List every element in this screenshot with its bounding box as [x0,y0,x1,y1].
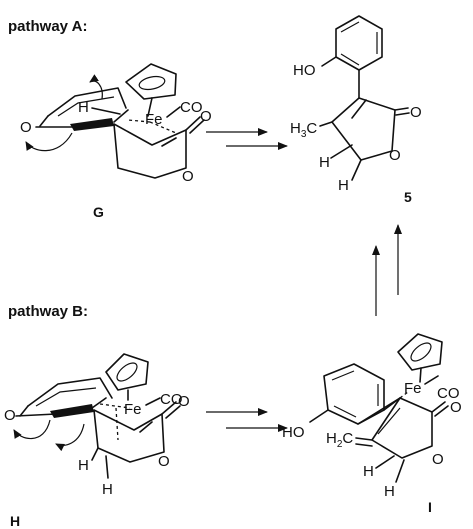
pathway-b-heading: pathway B: [8,303,88,320]
cyclopentadienyl-ring-I [397,333,443,371]
pathway-b-arrows [206,408,288,432]
lactone-ring-oxygen-I: O [432,451,444,468]
compound-G-label: G [93,204,104,220]
lactone-carbonyl-oxygen-G: O [200,108,212,125]
lactone-ring-oxygen-5: O [389,147,401,164]
pathway-a-heading: pathway A: [8,18,87,35]
compound-G-structure: Fe CO O H O O [20,63,212,185]
lactone-carbonyl-oxygen-I: O [450,399,462,416]
carbonyl-ligand-H: CO [160,391,183,408]
methylene-hydrogen-b-I: H [384,483,395,500]
phenol-ring-5 [335,15,383,71]
bridge-oxygen-G: O [20,119,32,136]
iron-atom-G: Fe [145,111,163,128]
compound-5-label: 5 [404,189,412,205]
methylidene-group-I: H2C [326,430,353,450]
methyl-group-5: H3C [290,120,317,140]
lactone-ring-oxygen-H: O [158,453,170,470]
compound-I-structure: Fe CO HO O O H2C H H [282,333,462,500]
bridge-oxygen-H: O [4,407,16,424]
lactone-carbonyl-oxygen-5: O [410,104,422,121]
methylene-hydrogen-a-H: H [78,457,89,474]
bridgehead-hydrogen-G: H [78,99,89,116]
pathway-b-final-arrows [372,224,402,316]
phenol-ring-I [323,363,385,425]
methylene-hydrogen-a-I: H [363,463,374,480]
lactone-ring-oxygen-G: O [182,168,194,185]
cyclopentadienyl-ring-G [125,63,177,100]
iron-atom-I: Fe [404,380,422,397]
iron-atom-H: Fe [124,401,142,418]
carbonyl-ligand-I: CO [437,385,460,402]
hydroxyl-I: HO [282,424,305,441]
compound-I-label: I [428,499,432,515]
methylene-hydrogen-b-5: H [338,177,349,194]
pathway-a-arrows [206,128,288,150]
cyclopentadienyl-ring-H [105,353,149,391]
lactone-carbonyl-oxygen-H: O [178,393,190,410]
carbonyl-ligand-G: CO [180,99,203,116]
compound-H-label: H [10,513,20,529]
compound-H-structure: Fe CO O O O H H [4,353,190,498]
compound-5-structure: HO O O H3C H H [290,15,422,194]
methylene-hydrogen-b-H: H [102,481,113,498]
methylene-hydrogen-a-5: H [319,154,330,171]
hydroxyl-5: HO [293,62,316,79]
